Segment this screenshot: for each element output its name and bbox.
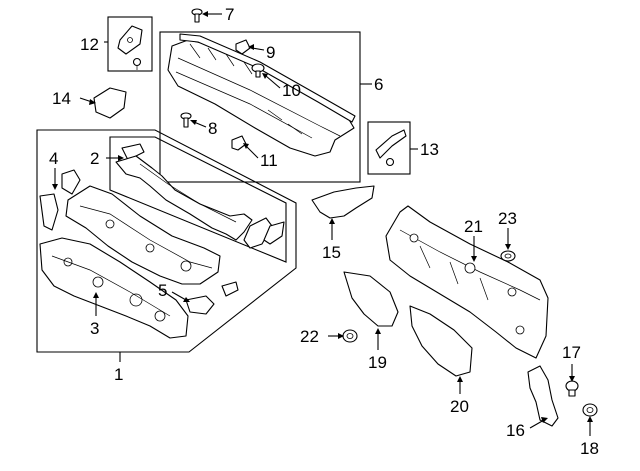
clip-part-8 bbox=[180, 112, 192, 128]
group-box-dash-assembly bbox=[36, 129, 297, 353]
callout-23: 23 bbox=[498, 209, 517, 228]
grommet-part-22 bbox=[342, 329, 358, 343]
callout-21: 21 bbox=[464, 217, 483, 236]
callout-13: 13 bbox=[420, 140, 439, 159]
nut-part-18 bbox=[582, 403, 598, 417]
callout-2: 2 bbox=[90, 149, 99, 168]
grommet-part-23 bbox=[500, 250, 516, 262]
brace-part-16 bbox=[527, 365, 559, 427]
callout-15: 15 bbox=[322, 243, 341, 262]
cowl-top-panel bbox=[167, 33, 356, 157]
callout-9: 9 bbox=[266, 43, 275, 62]
bracket-part-4 bbox=[39, 193, 59, 231]
bracket-part-5b bbox=[221, 281, 239, 297]
bracket-part-5 bbox=[185, 295, 215, 315]
insulator-part-19 bbox=[343, 271, 399, 327]
dash-lower-panel bbox=[39, 237, 189, 339]
callout-11: 11 bbox=[260, 151, 278, 170]
clip-part-10 bbox=[251, 63, 265, 78]
callout-17: 17 bbox=[562, 343, 581, 362]
group-box-reinforcement bbox=[109, 136, 287, 263]
callout-10: 10 bbox=[282, 81, 301, 100]
callout-20: 20 bbox=[450, 397, 469, 416]
bracket-part-12 bbox=[117, 25, 143, 70]
callout-7: 7 bbox=[225, 5, 234, 24]
callout-19: 19 bbox=[368, 353, 387, 372]
callout-14: 14 bbox=[52, 89, 71, 108]
leader-lines bbox=[52, 11, 593, 436]
callout-16: 16 bbox=[506, 421, 525, 440]
callout-18: 18 bbox=[580, 439, 599, 458]
callout-3: 3 bbox=[90, 319, 99, 338]
callout-labels: 1 2 3 4 5 6 7 8 9 10 11 12 13 14 15 16 1… bbox=[49, 5, 599, 458]
callout-6: 6 bbox=[374, 75, 383, 94]
callout-5: 5 bbox=[158, 281, 167, 300]
clip-part-17 bbox=[565, 380, 579, 397]
insulator-part-20 bbox=[409, 305, 473, 377]
dash-panel-assembly bbox=[61, 169, 221, 285]
callout-8: 8 bbox=[208, 119, 217, 138]
bracket-part-14 bbox=[93, 87, 127, 119]
group-box-part-13 bbox=[367, 121, 411, 175]
group-box-cowl-top bbox=[159, 31, 361, 183]
clip-part-9 bbox=[235, 39, 251, 55]
bracket-part-13 bbox=[375, 129, 407, 167]
callout-4: 4 bbox=[49, 149, 58, 168]
group-box-part-12 bbox=[107, 16, 153, 72]
callout-22: 22 bbox=[300, 327, 319, 346]
clip-part-11 bbox=[231, 135, 247, 151]
bracket-part-15 bbox=[311, 185, 375, 219]
upper-reinforcement bbox=[115, 143, 285, 249]
callout-1: 1 bbox=[114, 365, 123, 384]
callout-12: 12 bbox=[80, 35, 99, 54]
clip-part-7 bbox=[191, 8, 203, 23]
dash-panel-part-21 bbox=[385, 205, 549, 359]
